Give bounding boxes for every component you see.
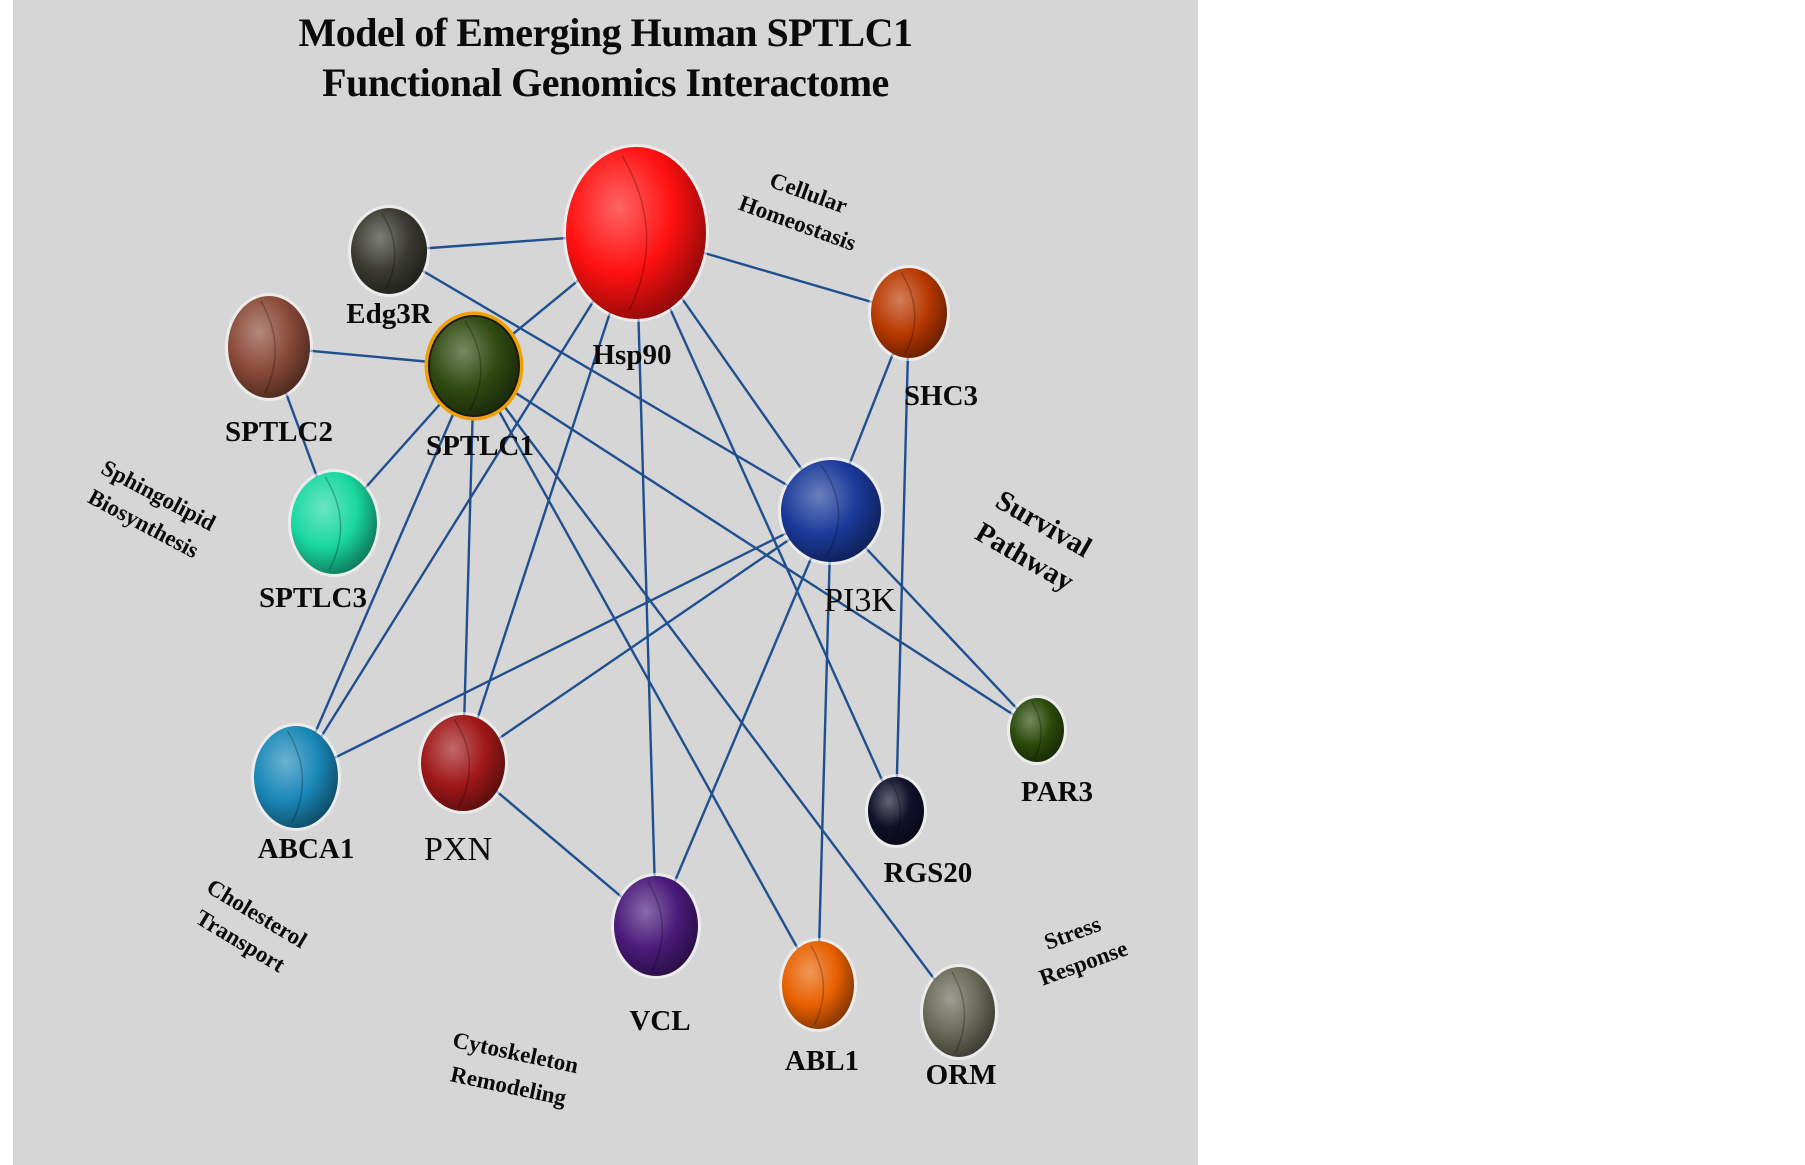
node-par3: [1007, 695, 1067, 765]
node-circle: [254, 726, 338, 828]
node-sptlc1: [424, 311, 524, 421]
node-shading: [1030, 700, 1042, 760]
node-vcl: [611, 873, 701, 979]
node-shading: [646, 880, 664, 972]
node-shading: [324, 476, 342, 570]
node-label-hsp90: Hsp90: [593, 339, 672, 371]
node-pi3k: [778, 457, 884, 565]
title-line-1: Model of Emerging Human SPTLC1: [298, 10, 913, 55]
node-shading: [900, 272, 916, 354]
node-circle: [871, 268, 947, 358]
group-label-survival-pathway: SurvivalPathway: [970, 483, 1099, 598]
node-sptlc3: [288, 469, 380, 577]
node-circle: [428, 315, 520, 417]
node-circle: [781, 460, 881, 562]
node-shading: [286, 730, 304, 824]
node-label-orm: ORM: [926, 1059, 997, 1091]
edge-edg3r-pi3k: [388, 249, 832, 513]
node-shading: [810, 945, 825, 1025]
group-label-sphingolipid-biosynthesis: SphingolipidBiosynthesis: [82, 455, 220, 564]
node-abl1: [779, 938, 857, 1032]
node-label-sptlc1: SPTLC1: [426, 430, 534, 462]
node-shading: [820, 464, 840, 558]
node-shading: [464, 320, 482, 412]
node-circle: [351, 208, 427, 294]
node-circle: [614, 876, 698, 976]
node-label-abca1: ABCA1: [258, 833, 355, 865]
node-label-par3: PAR3: [1021, 776, 1093, 808]
node-label-vcl: VCL: [629, 1005, 690, 1037]
edge-hsp90-pxn: [461, 232, 638, 764]
node-rgs20: [865, 774, 927, 848]
group-label-cytoskeleton-remodeling: CytoskeletonRemodeling: [443, 1027, 580, 1111]
node-shading: [380, 211, 396, 291]
title-line-2: Functional Genomics Interactome: [322, 60, 889, 105]
node-circle: [1010, 698, 1064, 762]
edge-pi3k-vcl: [654, 510, 833, 927]
diagram-title: Model of Emerging Human SPTLC1 Functiona…: [13, 8, 1198, 108]
edge-shc3-rgs20: [894, 312, 911, 812]
node-shading: [260, 300, 276, 394]
node-circle: [923, 967, 995, 1057]
edge-pi3k-abl1: [816, 510, 833, 986]
node-label-shc3: SHC3: [904, 380, 978, 412]
node-sptlc2: [225, 293, 313, 401]
node-label-pxn: PXN: [424, 831, 492, 868]
node-label-abl1: ABL1: [785, 1045, 859, 1077]
node-shading: [453, 719, 471, 807]
node-circle: [421, 715, 505, 811]
edge-hsp90-rgs20: [634, 232, 898, 812]
edge-sptlc1-abl1: [472, 365, 820, 986]
node-shading: [889, 780, 902, 842]
node-label-edg3r: Edg3R: [346, 298, 432, 330]
edge-pi3k-abca1: [295, 509, 832, 779]
node-circle: [228, 296, 310, 398]
node-label-pi3k: PI3K: [824, 582, 896, 619]
edge-sptlc1-pxn: [461, 365, 476, 764]
node-circle: [782, 941, 854, 1029]
node-circle: [868, 777, 924, 845]
node-hsp90: [563, 144, 709, 322]
node-highlight-ring: [424, 311, 524, 421]
node-label-sptlc2: SPTLC2: [225, 416, 333, 448]
group-label-stress-response: StressResponse: [1025, 905, 1131, 990]
group-label-cholesterol-transport: CholesterolTransport: [186, 874, 311, 981]
node-pxn: [418, 712, 508, 814]
edge-sptlc1-abca1: [294, 365, 476, 778]
node-circle: [566, 147, 706, 319]
edge-hsp90-abca1: [294, 232, 638, 778]
group-label-cellular-homeostasis: CellularHomeostasis: [736, 160, 871, 256]
node-label-rgs20: RGS20: [884, 857, 973, 889]
node-shading: [621, 155, 648, 311]
nodes-layer: [225, 144, 1067, 1060]
node-shc3: [868, 265, 950, 361]
node-edg3r: [348, 205, 430, 297]
node-shading: [951, 971, 966, 1053]
node-orm: [920, 964, 998, 1060]
node-circle: [291, 472, 377, 574]
node-label-sptlc3: SPTLC3: [259, 582, 367, 614]
edge-sptlc1-orm: [473, 365, 960, 1013]
edge-pi3k-pxn: [462, 510, 832, 764]
node-abca1: [251, 723, 341, 831]
edge-hsp90-vcl: [634, 232, 658, 927]
